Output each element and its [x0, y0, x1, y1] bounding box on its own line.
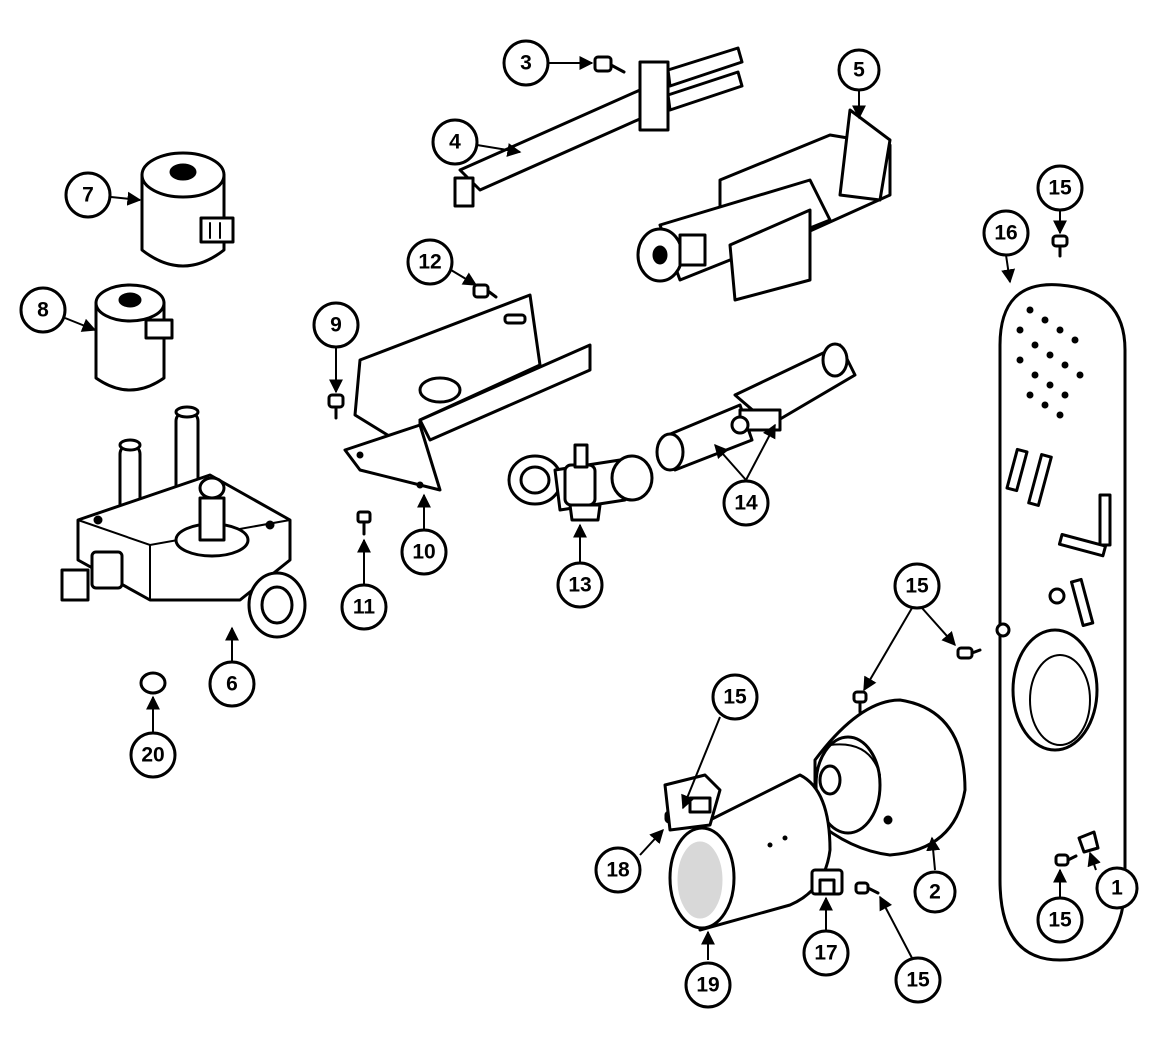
leader-lines: [64, 56, 1101, 960]
part-14-pipe-assembly: [655, 342, 857, 472]
svg-text:9: 9: [330, 314, 342, 337]
callout-1: 1: [1095, 866, 1139, 910]
callout-10: 10: [400, 528, 448, 576]
svg-text:15: 15: [723, 686, 747, 709]
svg-text:12: 12: [418, 251, 441, 274]
svg-text:15: 15: [905, 575, 929, 598]
callout-9: 9: [312, 301, 360, 349]
svg-text:2: 2: [929, 881, 941, 904]
callout-6: 6: [208, 660, 256, 708]
callout-7: 7: [64, 171, 112, 219]
callout-16: 16: [982, 209, 1030, 257]
part-17-flame-sensor: [810, 868, 844, 896]
svg-text:4: 4: [449, 131, 461, 154]
callout-15-right: 15: [1036, 896, 1084, 944]
part-11-screw: [356, 510, 372, 536]
part-15-screw-mid: [956, 646, 982, 660]
part-6-gas-valve: [60, 405, 307, 639]
svg-text:14: 14: [734, 492, 758, 515]
part-4-igniter: [453, 46, 744, 208]
callout-18: 18: [594, 846, 642, 894]
svg-text:3: 3: [520, 52, 532, 75]
callout-4: 4: [431, 118, 479, 166]
svg-text:1: 1: [1111, 877, 1123, 900]
part-15-screw-right: [1054, 853, 1078, 867]
callout-12: 12: [406, 238, 454, 286]
svg-text:15: 15: [1048, 177, 1072, 200]
callout-15-top: 15: [1036, 164, 1084, 212]
svg-text:20: 20: [141, 744, 164, 767]
svg-text:8: 8: [37, 299, 49, 322]
part-8-coil: [94, 283, 174, 392]
part-15-screw-top: [1051, 234, 1069, 258]
svg-text:16: 16: [994, 222, 1017, 245]
callout-19: 19: [684, 961, 732, 1009]
part-12-screw: [472, 283, 498, 299]
part-5-burner: [636, 108, 892, 302]
part-1-clip: [1077, 830, 1100, 854]
svg-text:19: 19: [696, 974, 719, 997]
svg-text:5: 5: [853, 59, 865, 82]
callout-14: 14: [722, 479, 770, 527]
callout-13: 13: [556, 561, 604, 609]
part-2-combustion-chamber: [813, 698, 967, 857]
callout-5: 5: [837, 48, 881, 92]
part-10-bracket: [343, 293, 592, 492]
part-3-screw: [593, 55, 626, 74]
svg-text:15: 15: [906, 969, 930, 992]
part-7-coil: [140, 151, 235, 268]
callout-15-left: 15: [711, 673, 759, 721]
svg-text:10: 10: [412, 541, 435, 564]
svg-text:6: 6: [226, 673, 238, 696]
callout-20: 20: [129, 731, 177, 779]
svg-text:17: 17: [814, 942, 837, 965]
callout-8: 8: [19, 286, 67, 334]
svg-text:11: 11: [353, 596, 376, 619]
svg-text:18: 18: [606, 859, 630, 882]
callout-2: 2: [913, 870, 957, 914]
part-15-screw-bottom: [854, 881, 880, 895]
callout-15-bottom: 15: [894, 956, 942, 1004]
callout-11: 11: [340, 583, 388, 631]
part-20-plug: [139, 671, 167, 695]
part-15-screw-heater: [852, 690, 868, 714]
svg-text:15: 15: [1048, 909, 1072, 932]
part-19-heater: [668, 773, 832, 932]
svg-text:7: 7: [82, 184, 94, 207]
callout-17: 17: [802, 929, 850, 977]
svg-text:13: 13: [568, 574, 591, 597]
callout-15-mid: 15: [893, 562, 941, 610]
part-9-screw: [327, 393, 345, 420]
part-13-shutoff-valve: [507, 443, 654, 522]
callout-3: 3: [502, 39, 550, 87]
